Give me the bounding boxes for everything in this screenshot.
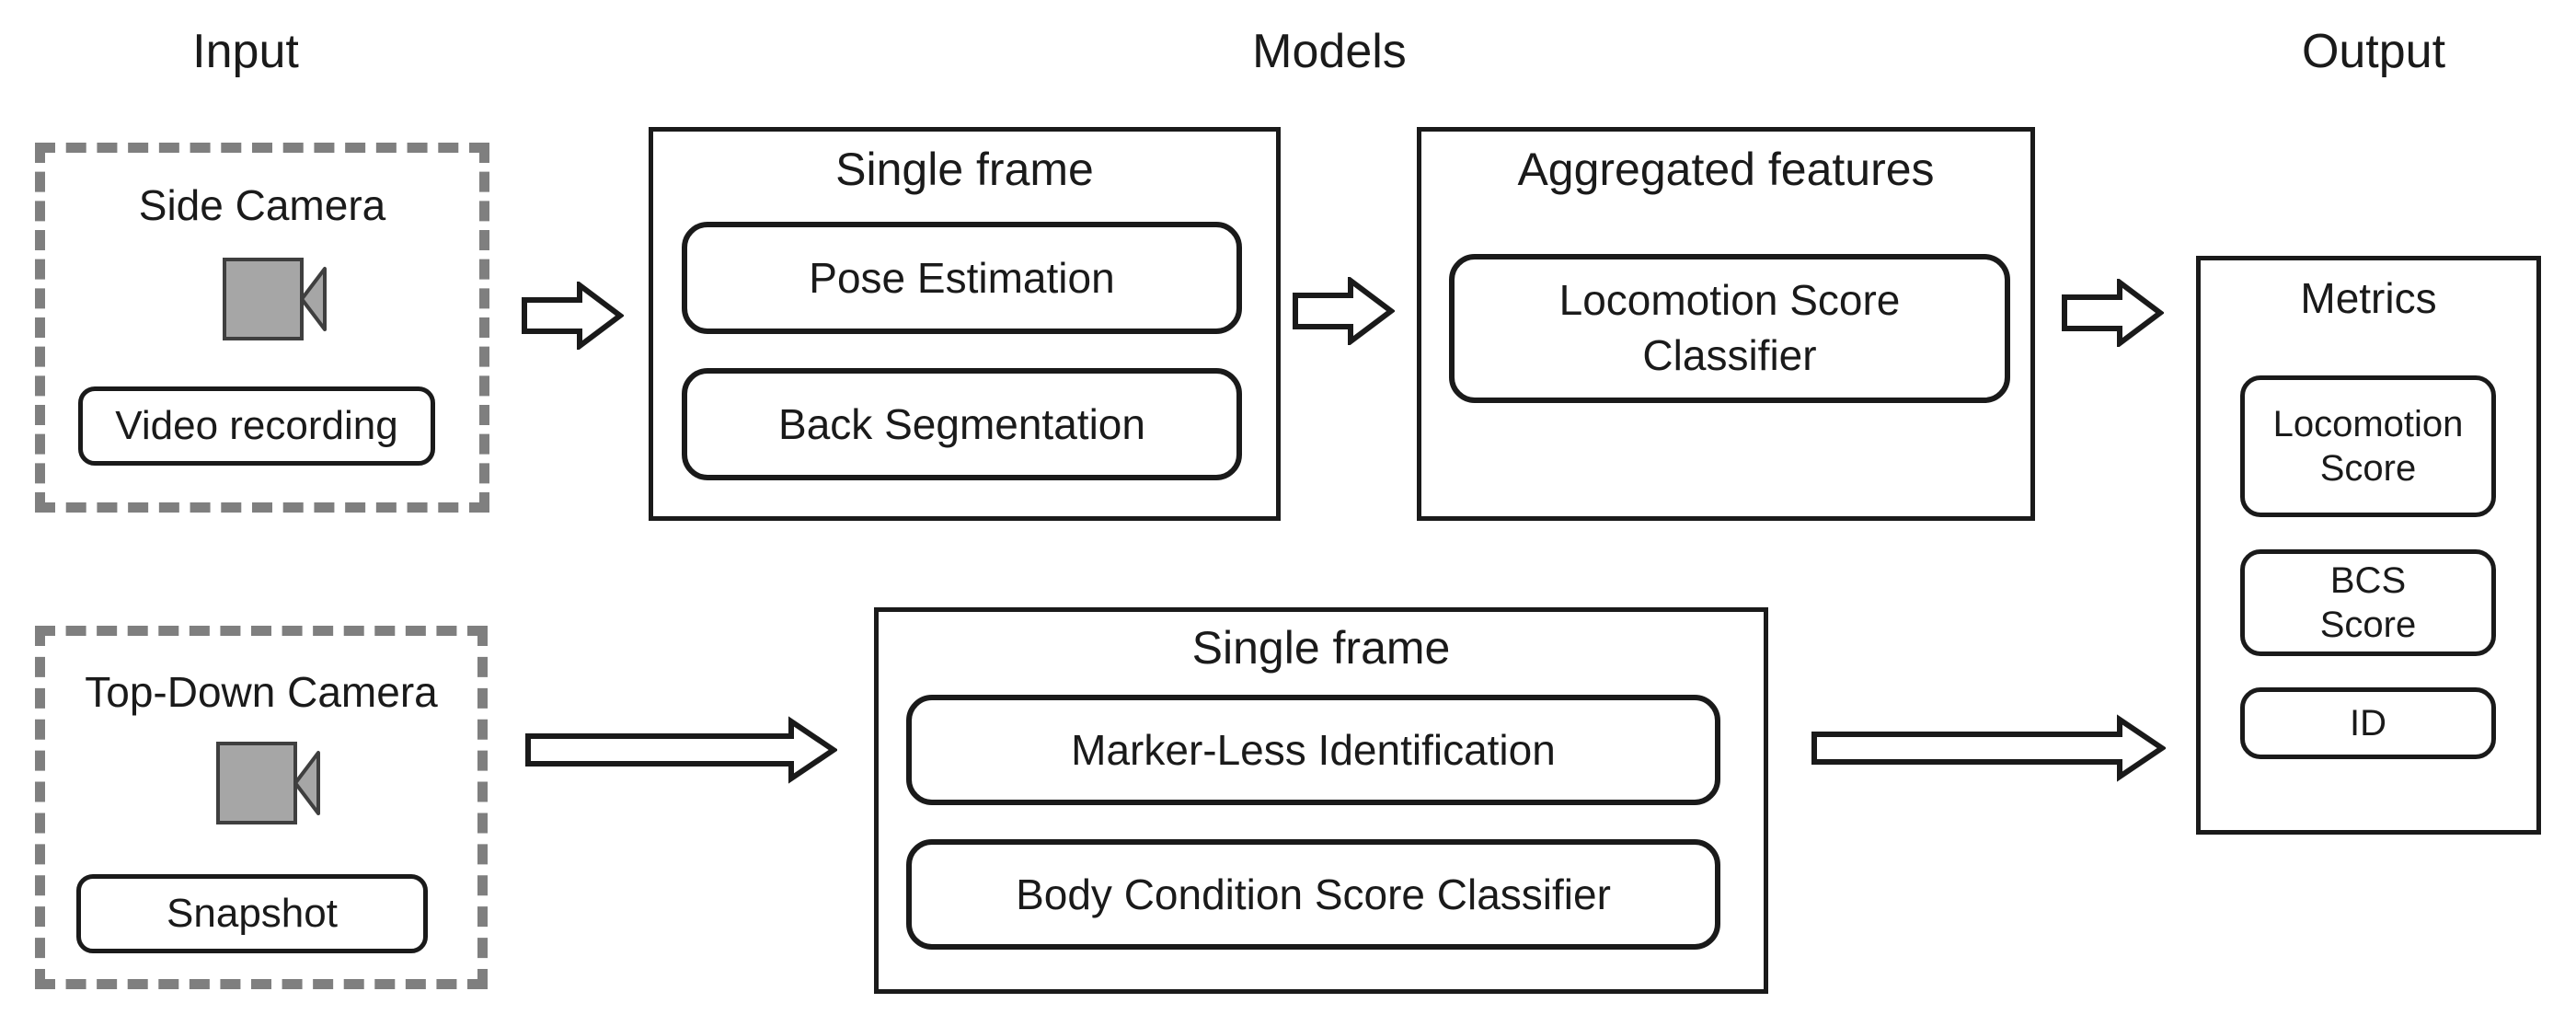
top-down-camera-group: Top-Down Camera Snapshot (35, 626, 488, 989)
locomotion-score-classifier-line2: Classifier (1642, 331, 1817, 379)
metric-id-line1: ID (2350, 703, 2386, 744)
video-camera-icon (223, 258, 327, 340)
metrics-title: Metrics (2300, 274, 2437, 322)
video-recording-box: Video recording (78, 386, 435, 466)
top-down-camera-title: Top-Down Camera (85, 668, 438, 716)
aggregated-features-title: Aggregated features (1517, 144, 1935, 195)
side-camera-title: Side Camera (138, 181, 386, 229)
aggregated-features-box: Aggregated features Locomotion Score Cla… (1417, 127, 2035, 521)
metric-bcs-score-line2: Score (2319, 605, 2417, 645)
column-header-input: Input (192, 25, 299, 78)
snapshot-box: Snapshot (76, 874, 428, 953)
flow-arrow-topdown-to-singleframe (525, 716, 837, 784)
flow-arrow-side-to-singleframe (522, 282, 624, 350)
metrics-box: Metrics Locomotion Score BCS Score ID (2196, 256, 2541, 835)
side-camera-group: Side Camera Video recording (35, 143, 489, 513)
metric-locomotion-score-line2: Score (2319, 448, 2417, 489)
flow-arrow-singleframe-to-aggregated (1293, 277, 1395, 345)
locomotion-score-classifier-box: Locomotion Score Classifier (1449, 254, 2010, 403)
metric-id-box: ID (2240, 687, 2496, 759)
column-header-output: Output (2301, 25, 2446, 78)
single-frame-top-box: Single frame Pose Estimation Back Segmen… (649, 127, 1281, 521)
flow-arrow-aggregated-to-metrics (2062, 279, 2164, 347)
metric-locomotion-score-line1: Locomotion (2272, 404, 2464, 444)
column-header-models: Models (1252, 25, 1407, 78)
single-frame-bottom-title: Single frame (1191, 622, 1451, 674)
metric-locomotion-score-box: Locomotion Score (2240, 375, 2496, 517)
pose-estimation-box: Pose Estimation (682, 222, 1242, 334)
marker-less-identification-box: Marker-Less Identification (906, 695, 1720, 805)
metric-bcs-score-line1: BCS (2329, 560, 2407, 601)
metric-bcs-score-box: BCS Score (2240, 549, 2496, 656)
flow-arrow-singleframe-to-metrics (1811, 714, 2166, 782)
single-frame-top-title: Single frame (835, 144, 1094, 195)
body-condition-score-classifier-box: Body Condition Score Classifier (906, 839, 1720, 950)
single-frame-bottom-box: Single frame Marker-Less Identification … (874, 607, 1768, 994)
video-camera-icon (216, 742, 320, 824)
locomotion-score-classifier-line1: Locomotion Score (1558, 276, 1901, 325)
back-segmentation-box: Back Segmentation (682, 368, 1242, 480)
